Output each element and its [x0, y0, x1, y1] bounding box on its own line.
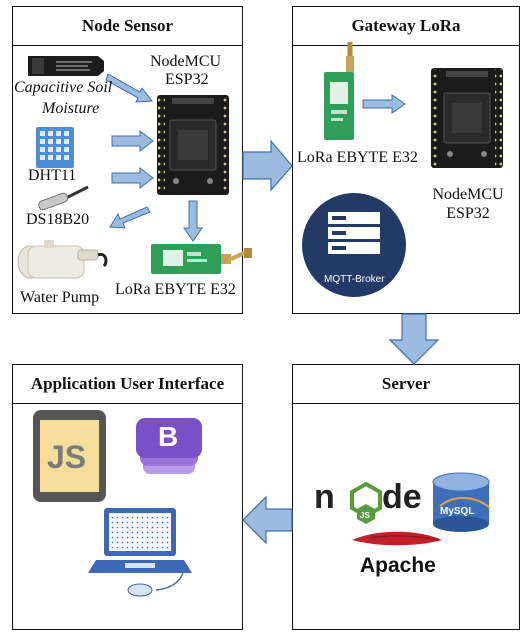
arrow-dht-to-mcu: [111, 129, 154, 153]
arrow-server-to-app: [242, 495, 293, 545]
gateway-nodemcu-esp32-board-icon: [431, 68, 503, 168]
nodejs-logo-icon: [350, 481, 382, 524]
gateway-nodemcu-label-line2: ESP32: [446, 205, 490, 222]
lora-ebyte-module-icon: [151, 244, 252, 274]
arrow-soil-to-mcu: [105, 73, 153, 103]
ds18b20-label: DS18B20: [26, 211, 90, 228]
arrow-ds-to-mcu: [111, 166, 154, 190]
mqtt-broker-icon: [302, 193, 406, 297]
bootstrap-logo-icon: [136, 418, 202, 474]
water-pump-label: Water Pump: [20, 289, 100, 306]
arrow-gateway-lora-to-mcu: [362, 94, 406, 114]
water-pump-icon: [17, 240, 108, 279]
dht11-label: DHT11: [28, 167, 77, 184]
nodejs-js-badge: JS: [360, 511, 370, 520]
mysql-label: MySQL: [440, 506, 475, 517]
javascript-tablet-icon: [33, 410, 106, 502]
nodejs-word-de: de: [382, 478, 422, 516]
gateway-nodemcu-label-line1: NodeMCU: [432, 186, 504, 203]
js-tablet-label: JS: [47, 439, 87, 475]
nodemcu-esp32-board-icon: [157, 95, 229, 195]
apache-feather-icon: [352, 531, 442, 546]
laptop-icon: [88, 508, 192, 597]
dht11-sensor-icon: [36, 127, 74, 168]
server-title: Server: [293, 365, 519, 404]
soil-sensor-label-line2: Moisture: [42, 100, 100, 117]
app-ui-title: Application User Interface: [13, 365, 242, 404]
soil-sensor-label-line1: Capacitive Soil: [14, 79, 113, 96]
nodemcu-label-line1: NodeMCU: [150, 53, 222, 70]
soil-moisture-sensor-icon: [28, 56, 104, 76]
gateway-title: Gateway LoRa: [293, 7, 519, 46]
mysql-logo-icon: [432, 472, 491, 532]
arrow-mcu-to-lora: [183, 200, 203, 242]
nodemcu-label-line2: ESP32: [165, 71, 209, 88]
apache-label: Apache: [360, 554, 436, 577]
gateway-lora-module-icon: [324, 42, 354, 140]
arrow-mcu-to-pump: [109, 206, 151, 229]
mqtt-broker-label: MQTT-Broker: [324, 274, 385, 285]
nodejs-word-n: n: [314, 478, 335, 516]
gateway-lora-label: LoRa EBYTE E32: [297, 149, 418, 166]
ds18b20-sensor-icon: [38, 185, 89, 211]
lora-ebyte-label: LoRa EBYTE E32: [115, 281, 236, 298]
arrow-gateway-to-server: [388, 313, 440, 365]
arrow-node-to-gateway: [242, 139, 293, 192]
node-sensor-title: Node Sensor: [13, 7, 242, 46]
bootstrap-b-label: B: [158, 421, 179, 452]
